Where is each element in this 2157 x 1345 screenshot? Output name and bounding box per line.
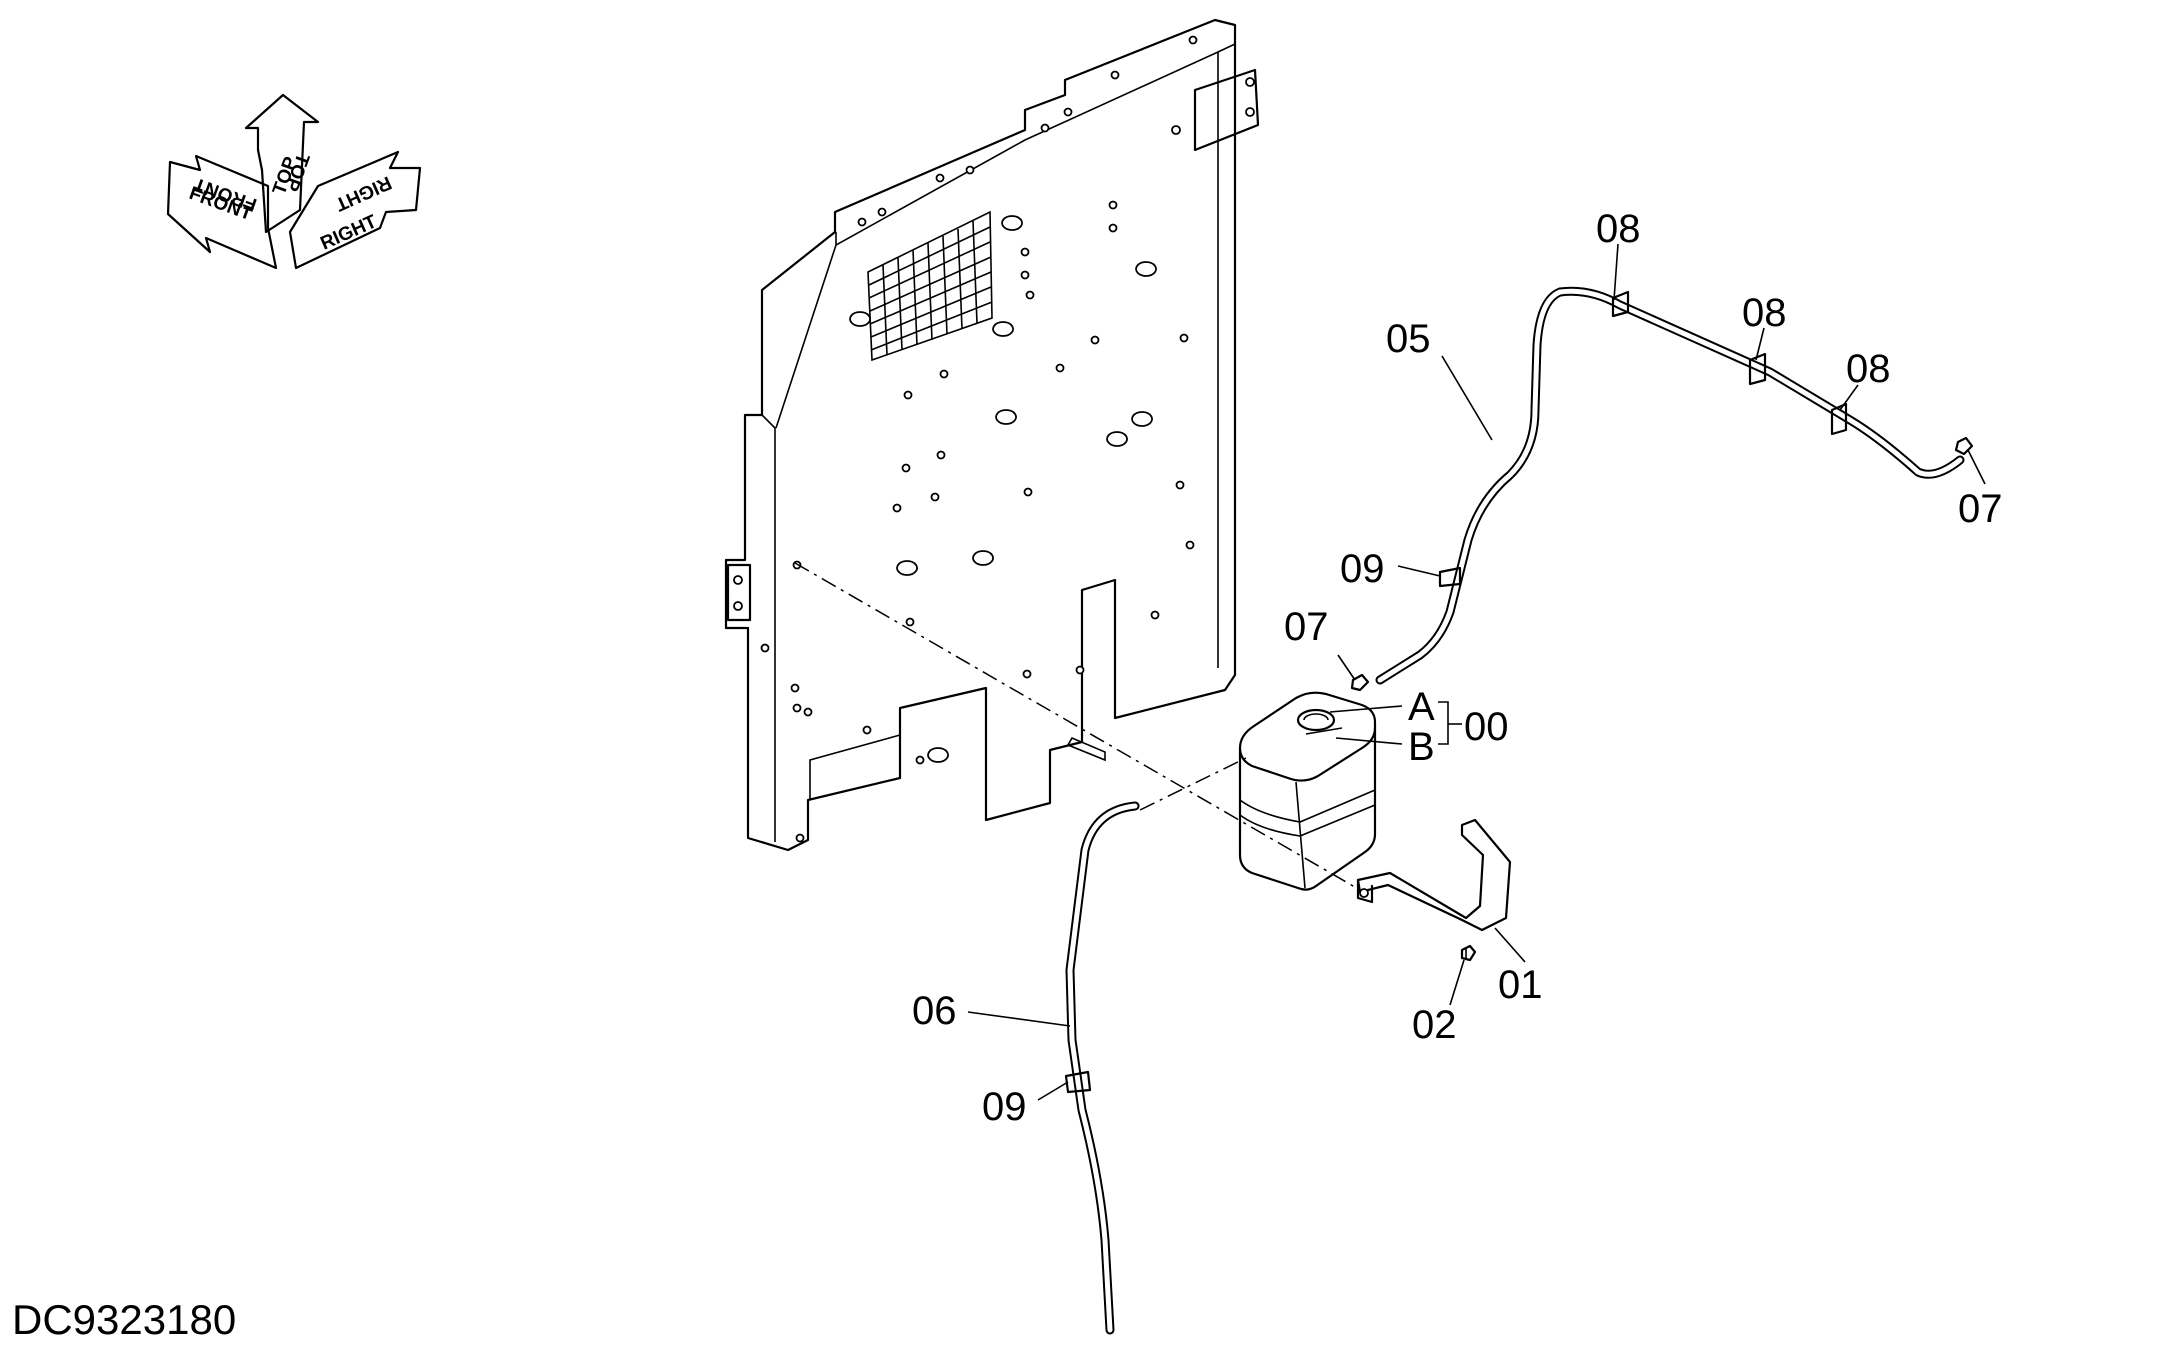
callout-07-b: 07 <box>1958 487 2003 531</box>
leader-lines <box>967 243 1986 1101</box>
callout-A: A <box>1408 685 1435 729</box>
hose-06 <box>1064 801 1140 1335</box>
callout-09-b: 09 <box>982 1085 1027 1129</box>
callout-08-c: 08 <box>1846 347 1891 391</box>
document-id: DC9323180 <box>12 1296 236 1343</box>
callout-00: 00 <box>1464 705 1509 749</box>
callout-B: B <box>1408 725 1435 769</box>
callout-labels: 05 08 08 08 07 09 07 A B 00 01 02 06 09 <box>912 207 2003 1129</box>
tank-bracket <box>1356 818 1512 932</box>
callout-08-b: 08 <box>1742 291 1787 335</box>
callout-09-a: 09 <box>1340 547 1385 591</box>
orientation-right-label: RIGHT <box>317 211 380 254</box>
orientation-right-label-mirror: RIGHT <box>332 171 395 214</box>
callout-06: 06 <box>912 989 957 1033</box>
callout-05: 05 <box>1386 317 1431 361</box>
callout-08-a: 08 <box>1596 207 1641 251</box>
panel-bosses <box>849 215 1157 763</box>
alignment-line <box>794 562 1361 891</box>
washer-tank <box>1238 691 1377 891</box>
bolt-02 <box>1460 944 1477 962</box>
panel-holes <box>760 35 1198 843</box>
callout-07-a: 07 <box>1284 605 1329 649</box>
orientation-indicator: FRONT FRONT TOP TOP RIGHT RIGHT <box>166 93 422 270</box>
mounting-panel <box>724 18 1260 852</box>
alignment-line-lower <box>1139 756 1249 811</box>
callout-01: 01 <box>1498 963 1543 1007</box>
ventilation-grille <box>867 210 993 362</box>
callout-02: 02 <box>1412 1003 1457 1047</box>
